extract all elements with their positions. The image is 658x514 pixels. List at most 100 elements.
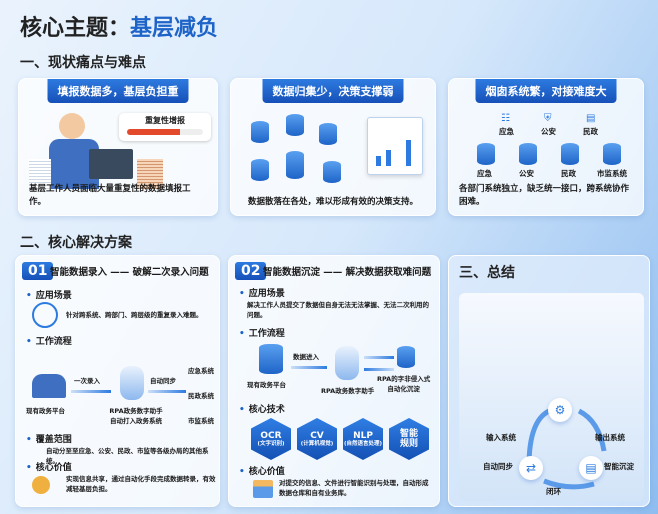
tech-name: CV: [310, 430, 324, 441]
card-ribbon: 数据归集少，决策支撑弱: [262, 79, 404, 103]
tech-sub: (计算机视觉): [300, 440, 334, 447]
robot-icon: [335, 346, 359, 380]
tech-name: OCR: [260, 430, 282, 441]
database-icon: [251, 121, 269, 143]
database-icon: [477, 143, 495, 165]
tech-nlp: NLP(自然语言处理): [343, 418, 383, 460]
card-desc: 基层工作人员面临大量重复性的数据填报工作。: [29, 184, 191, 207]
user-laptop-icon: [32, 374, 66, 398]
tech-rules: 智能 规则: [389, 418, 429, 460]
database-icon: [603, 143, 621, 165]
heading-tech: 核心技术: [239, 402, 285, 415]
solution-card-smart-entry: 01 智能数据录入 —— 破解二次录入问题 应用场景 针对跨系统、跨部门、跨层级…: [15, 255, 220, 507]
flow-source: 现有政务平台: [247, 381, 286, 389]
cycle-loop: 闭环: [546, 487, 561, 496]
tech-name: NLP: [353, 430, 373, 441]
cycle-input: 输入系统: [486, 433, 516, 442]
section1-title: 一、现状痛点与难点: [20, 55, 146, 71]
database-icon: [323, 161, 341, 183]
repeat-level-bar: [127, 129, 203, 135]
card-desc: 数据散落在各处，难以形成有效的决策支持。: [247, 197, 418, 207]
scene-text: 解决工作人员提交了数据但自身无法无法掌握、无法二次利用的问题。: [247, 301, 429, 319]
heading-flow: 工作流程: [239, 326, 285, 339]
tech-name: 智能 规则: [399, 429, 418, 449]
arrow-left-icon: [364, 368, 394, 371]
document-icon: ▤: [586, 113, 596, 124]
arrow-right-icon: [148, 390, 186, 393]
flow-source: 现有政务平台: [26, 407, 65, 415]
tech-cv: CV(计算机视觉): [297, 418, 337, 460]
section2-title: 二、核心解决方案: [20, 235, 132, 251]
system-label: 民政: [561, 169, 576, 178]
card-desc: 各部门系统独立，缺乏统一接口，跨系统协作困难。: [459, 184, 630, 207]
solution-card-data-deposit: 02 智能数据沉淀 —— 解决数据获取难问题 应用场景 解决工作人员提交了数据但…: [228, 255, 440, 507]
heading-scene: 应用场景: [26, 288, 72, 301]
solution-title: 智能数据录入 —— 破解二次录入问题: [50, 267, 209, 278]
computer-monitor-icon: [89, 149, 133, 179]
paper-stack-icon: [137, 159, 163, 189]
pain-card-data-entry: 填报数据多，基层负担重 重复性增报 基层工作人员面临大量重复性的数据填报工作。: [18, 78, 218, 216]
arrow-right-icon: [71, 390, 111, 393]
solution-title: 智能数据沉淀 —— 解决数据获取难问题: [263, 267, 432, 278]
target-system: 市监系统: [188, 417, 214, 425]
repeat-report-badge: 重复性增报: [119, 113, 211, 141]
dept-label: 民政: [583, 127, 598, 136]
cycle-deposit: 智能沉淀: [604, 462, 634, 471]
database-icon: [286, 114, 304, 136]
arrow-right-icon: [364, 356, 394, 359]
page-title: 核心主题：基层减负: [20, 10, 218, 42]
tech-ocr: OCR(文字识别): [251, 418, 291, 460]
flow-target: RPA的字非侵入式 自动化沉淀: [377, 375, 431, 393]
flow-arrow-label: 数据进入: [293, 353, 319, 361]
section3-title: 三、总结: [459, 265, 515, 281]
tech-sub: (自然语言处理): [343, 440, 383, 447]
database-icon: [519, 143, 537, 165]
heading-value: 核心价值: [239, 464, 285, 477]
heading-scene: 应用场景: [239, 286, 285, 299]
card-ribbon: 填报数据多，基层负担重: [47, 79, 189, 103]
title-prefix: 核心主题：: [20, 16, 131, 41]
robot-icon: [120, 366, 144, 400]
target-system: 应急系统: [188, 367, 214, 375]
dept-label: 公安: [541, 127, 556, 136]
database-icon: [397, 346, 415, 368]
worker-figure: [59, 113, 85, 139]
document-icon: ▤: [579, 456, 603, 480]
heading-flow: 工作流程: [26, 334, 72, 347]
flow-robot: RPA政务数字助手: [321, 387, 375, 395]
shield-icon: ⛨: [544, 113, 552, 124]
badge-label: 重复性增报: [145, 116, 185, 125]
flow-robot: RPA政务数字助手 自动打入政务系统: [109, 407, 163, 425]
system-label: 应急: [477, 169, 492, 178]
gear-icon: ⚙: [548, 398, 572, 422]
system-label: 市监系统: [597, 169, 627, 178]
summary-panel: [459, 293, 644, 501]
solution-number: 01: [22, 262, 54, 280]
database-icon: [286, 151, 304, 179]
system-label: 公安: [519, 169, 534, 178]
dept-label: 应急: [499, 127, 514, 136]
medal-icon: [32, 476, 50, 494]
flow-arrow-label: 自动同步: [150, 377, 176, 385]
database-icon: [319, 123, 337, 145]
flow-arrow-label: 一次录入: [74, 377, 100, 385]
tech-sub: (文字识别): [257, 440, 285, 447]
org-chart-icon: ☷: [501, 113, 510, 124]
pain-card-silo-systems: 烟囱系统繁，对接难度大 应急 公安 民政 ☷ ⛨ ▤ 应急 公安 民政 市监系统…: [448, 78, 644, 216]
database-icon: [259, 344, 283, 374]
scene-text: 针对跨系统、跨部门、跨层级的重复录入难题。: [66, 311, 203, 319]
title-highlight: 基层减负: [130, 16, 219, 41]
pain-card-data-collection: 数据归集少，决策支撑弱 数据散落在各处，难以形成有效的决策支持。: [230, 78, 436, 216]
chart-window-icon: [367, 117, 423, 175]
cycle-sync: 自动同步: [483, 462, 513, 471]
cycle-output: 输出系统: [595, 433, 625, 442]
value-text: 实现信息共享，通过自动化手段完成数据转录，有效减轻基层负担。: [66, 475, 216, 493]
target-system: 民政系统: [188, 392, 214, 400]
card-ribbon: 烟囱系统繁，对接难度大: [475, 79, 617, 103]
heading-scope: 覆盖范围: [26, 432, 72, 445]
network-icon: [32, 302, 58, 328]
archive-box-icon: [253, 480, 273, 498]
database-icon: [251, 159, 269, 181]
paper-stack-icon: [29, 159, 51, 189]
sync-icon: ⇄: [519, 456, 543, 480]
